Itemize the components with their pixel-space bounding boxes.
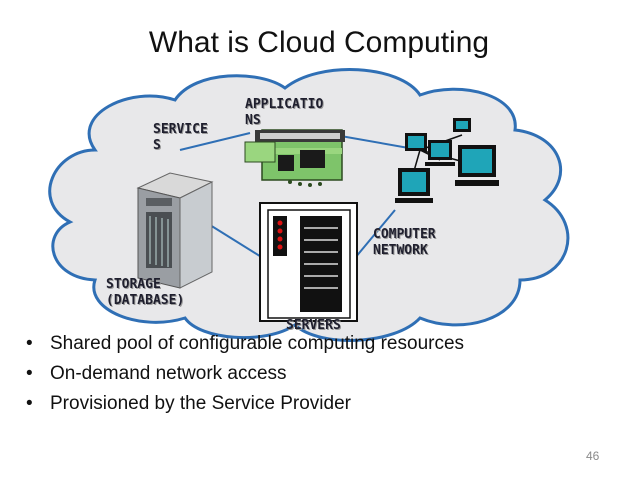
bullet-list: • Shared pool of configurable computing r… [26,329,464,419]
servers-label: SERVERS [286,318,341,333]
computer-network-label-line1: COMPUTER [373,227,436,242]
bullet-item: • Shared pool of configurable computing r… [26,329,464,359]
bullet-dot-icon: • [26,393,33,414]
bullet-text: Provisioned by the Service Provider [50,393,351,414]
server-rack-icon [259,202,358,322]
storage-label-line2: (DATABASE) [106,293,185,308]
computer-network-icon [395,118,499,203]
application-board-icon [244,129,345,187]
applications-label: APPLICATIO NS [245,97,323,129]
services-label-line1: SERVICE [153,122,208,137]
services-label: SERVICE S [153,122,208,154]
connection-lines [179,132,421,259]
page-number: 46 [586,449,600,463]
bullet-dot-icon: • [26,333,33,354]
slide-title: What is Cloud Computing [148,26,490,59]
storage-label: STORAGE (DATABASE) [106,277,184,309]
computer-network-label: COMPUTER NETWORK [373,227,436,259]
bullet-text: Shared pool of configurable computing re… [50,333,465,354]
bullet-dot-icon: • [26,363,33,384]
server-tower-icon [136,172,214,289]
applications-label-line2: NS [245,113,261,128]
services-label-line2: S [153,138,161,153]
computer-network-label-line2: NETWORK [373,243,428,258]
bullet-item: • Provisioned by the Service Provider [26,389,464,419]
bullet-text: On-demand network access [50,363,287,384]
applications-label-line1: APPLICATIO [245,97,324,112]
bullet-item: • On-demand network access [26,359,464,389]
storage-label-line1: STORAGE [106,277,161,292]
